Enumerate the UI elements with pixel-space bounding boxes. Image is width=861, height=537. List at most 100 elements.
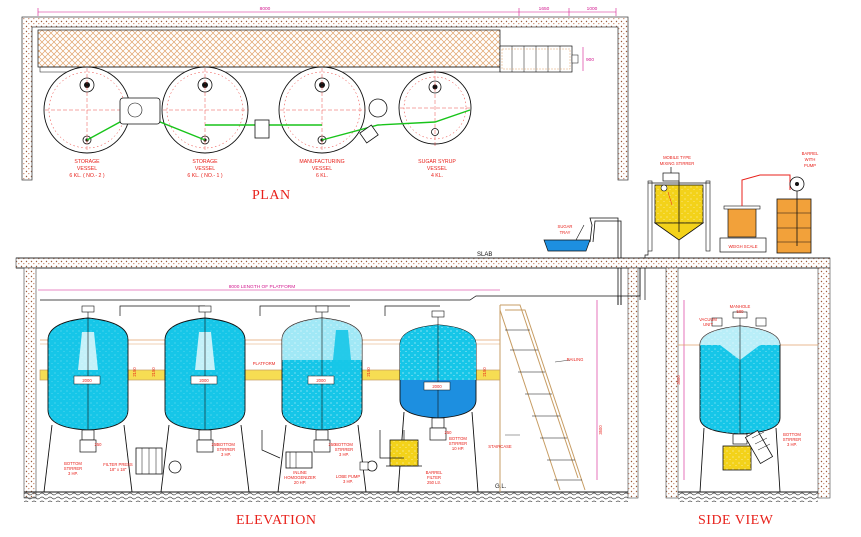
plan-vessels (43, 66, 472, 154)
lobe-pump (359, 460, 378, 472)
stirrer-2-label-1: BOTTOM (217, 442, 235, 447)
vacuum-unit-label-2: UNIT (703, 322, 713, 327)
gl-label: G.L. (495, 484, 507, 490)
stirrer-4-label-1: BOTTOM (449, 436, 467, 441)
stirrer-2-label-2: STIRRER (217, 447, 235, 452)
tank-1-height: 2150 (132, 367, 137, 377)
tank-3-dia: 2000 (316, 378, 326, 383)
plan-vessel-2-l1: STORAGE (192, 159, 218, 165)
tank-4-bottom: 250 (445, 430, 453, 435)
lobe-pump-label-1: LOBE PUMP (336, 474, 361, 479)
side-stirrer-label-3: 3 HP. (787, 442, 797, 447)
mixing-stirrer-label-1: MOBILE TYPE (663, 155, 691, 160)
tank-2-dia: 2000 (199, 378, 209, 383)
side-left-wall (665, 267, 679, 499)
plan-vessel-manufacturing (278, 66, 366, 154)
side-stirrer-label-2: STIRRER (783, 437, 801, 442)
platform-length-label: 8000 LENGTH OF PLATFORM (229, 284, 296, 290)
barrel-pump-label-1: BARREL (802, 151, 819, 156)
plan-vessel-1-l2: VESSEL (77, 166, 97, 172)
side-stirrer-label-1: BOTTOM (783, 432, 801, 437)
railing-label: RAILING (567, 357, 584, 362)
tank-3-bottom: 250 (329, 442, 337, 447)
plan-vessel-4-l3: 4 KL. (431, 173, 443, 179)
plan-vessel-1-l1: STORAGE (74, 159, 100, 165)
filter-press-label-2: 18" x 18" (110, 467, 127, 472)
tank-2-bottom: 250 (212, 442, 220, 447)
elevation-ground (24, 492, 628, 502)
plan-dim-2: 1000 (587, 6, 598, 12)
side-view: 3500 VACUUM UNIT MANHOLE 500 BOTTOM STIR… (665, 267, 831, 502)
elevation-tank-4 (397, 310, 479, 493)
barrel-with-pump (776, 191, 812, 254)
tank-3-height: 2150 (366, 367, 371, 377)
plan-staircase (499, 45, 579, 73)
manhole-label-2: 500 (737, 309, 745, 314)
barrel-filter-label-1: BARREL (426, 470, 443, 475)
stirrer-4-label-3: 10 HP. (452, 446, 464, 451)
sugar-tray-label-2: TRAY (560, 230, 571, 235)
plan-vessel-4-l2: VESSEL (427, 166, 447, 172)
vacuum-unit-label-1: VACUUM (699, 317, 717, 322)
plan-vessel-4-l1: SUGAR SYRUP (418, 159, 456, 165)
elevation-left-wall (23, 267, 37, 499)
filter-press (135, 447, 182, 475)
homogenizer-label-1: INLINE (293, 470, 307, 475)
platform-beam (40, 370, 500, 380)
sugar-tray-label-1: SUGAR (558, 224, 573, 229)
plan-view: 8000 1650 1000 900 (21, 6, 629, 181)
stirrer-1-label-2: STIRRER (64, 466, 82, 471)
elevation-header-pipe (40, 268, 641, 301)
elevation-tank-1 (43, 305, 133, 493)
staircase-height: 3500 (598, 425, 603, 435)
mixing-stirrer-label-2: MIXING STIRRER (660, 161, 694, 166)
lobe-pump-label-2: 3 HP. (343, 479, 353, 484)
slab (15, 257, 831, 269)
filter-press-label-1: FILTER PRESS (103, 462, 133, 467)
stirrer-2-label-3: 3 HP. (221, 452, 231, 457)
platform-label: PLATFORM (253, 361, 276, 366)
tank-1-dia: 2000 (82, 378, 92, 383)
barrel-filter-label-3: 250 Ltr. (427, 480, 441, 485)
plan-vessel-3-l2: VESSEL (312, 166, 332, 172)
side-right-wall (817, 267, 831, 499)
elevation-staircase (499, 304, 586, 492)
plan-filter-press (119, 97, 161, 125)
plan-homogenizer (254, 119, 270, 139)
plan-vessel-storage-1 (161, 66, 249, 154)
plan-vessel-2-l2: VESSEL (195, 166, 215, 172)
homogenizer-label-2: HOMOGENIZER (284, 475, 316, 480)
stirrer-4-label-2: STIRRER (449, 441, 467, 446)
weigh-scale-station (719, 174, 805, 253)
manhole-label-1: MANHOLE (730, 304, 751, 309)
plan-dim-side: 900 (586, 57, 594, 63)
plan-vessel-storage-2 (43, 66, 131, 154)
elevation-tank-3 (277, 305, 367, 493)
elevation-right-wall (627, 267, 639, 499)
plan-vessel-3-l1: MANUFACTURING (299, 159, 344, 165)
tank-2-height: 2150 (151, 367, 156, 377)
inline-homogenizer (285, 451, 313, 469)
staircase-label: STAIRCASE (488, 444, 512, 449)
elevation-view: G.L. 8000 LENGTH OF PLATFORM PLATFORM 20… (23, 267, 641, 502)
stirrer-1-label-3: 3 HP. (68, 471, 78, 476)
stirrer-3-label-3: 3 HP. (339, 452, 349, 457)
elevation-title: ELEVATION (236, 513, 317, 528)
elevation-tank-2 (160, 305, 250, 493)
homogenizer-label-3: 20 HP. (294, 480, 306, 485)
tank-4-dia: 2000 (432, 384, 442, 389)
plan-title: PLAN (252, 188, 291, 203)
barrel-pump-label-3: PUMP (804, 163, 816, 168)
stirrer-1-label-1: BOTTOM (64, 461, 82, 466)
barrel-filter (386, 430, 422, 467)
plan-vessel-1-l3: 6 KL. ( NO.- 2 ) (69, 173, 104, 179)
plan-platform (37, 29, 501, 68)
plan-wall (21, 16, 629, 181)
plan-dim-1: 1650 (539, 6, 550, 12)
mobile-mixing-stirrer (647, 167, 711, 252)
side-view-title: SIDE VIEW (698, 513, 774, 528)
barrel-filter-label-2: FILTER (427, 475, 441, 480)
side-tank (699, 311, 781, 493)
tank-1-bottom: 250 (95, 442, 103, 447)
